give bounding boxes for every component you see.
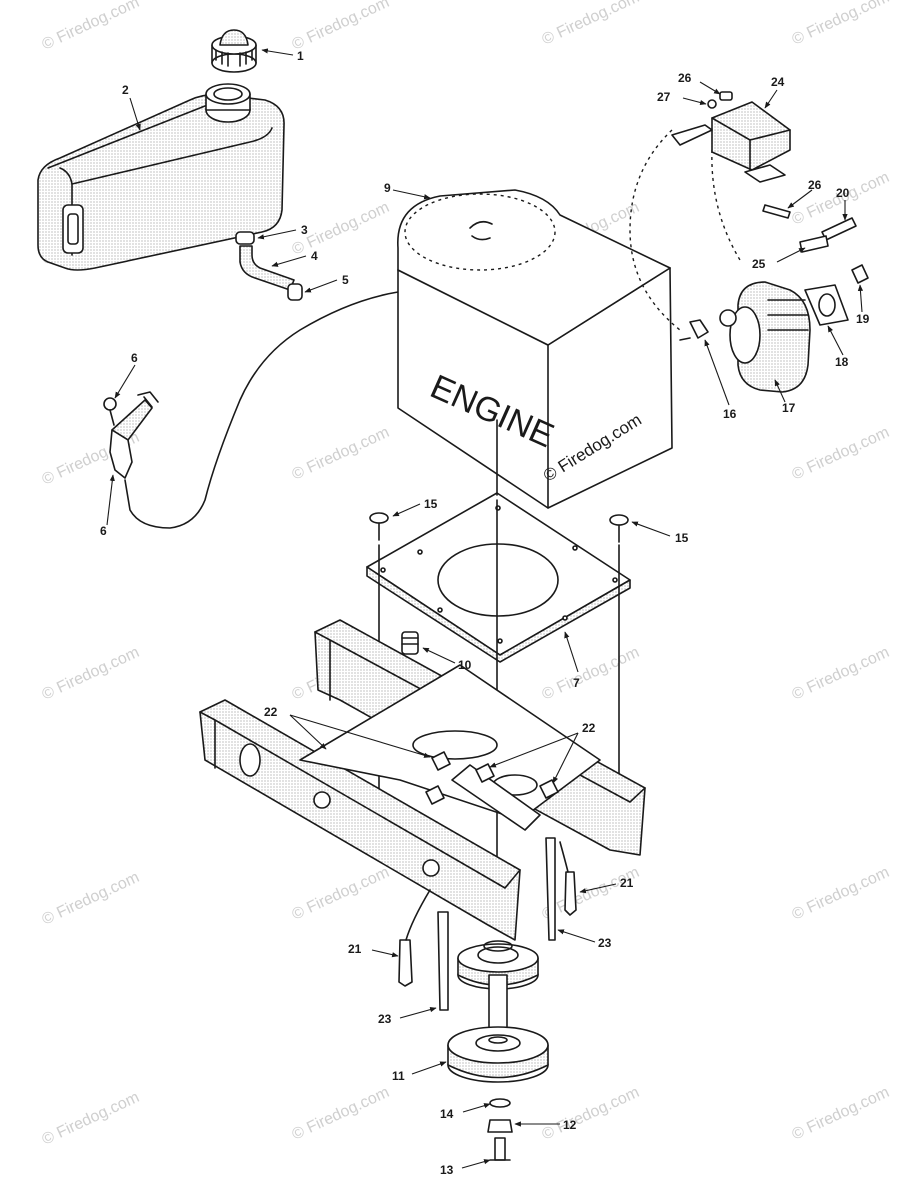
watermark: © Firedog.com (40, 1089, 142, 1149)
frame-nuts (425, 751, 559, 805)
callout-22-left: 22 (264, 705, 278, 719)
callout-15-left: 15 (424, 497, 438, 511)
watermark: © Firedog.com (40, 0, 142, 54)
watermark: © Firedog.com (540, 0, 642, 49)
callout-26-top: 26 (678, 71, 692, 85)
callout-23-right: 23 (598, 936, 612, 950)
watermark: © Firedog.com (40, 869, 142, 929)
callout-4: 4 (311, 249, 318, 263)
throttle-control (103, 391, 159, 479)
fuel-tank (37, 83, 285, 271)
callout-10: 10 (458, 658, 472, 672)
watermark: © Firedog.com (790, 424, 892, 484)
washer (489, 1098, 511, 1108)
callout-25: 25 (752, 257, 766, 271)
nut-19 (851, 264, 869, 284)
callout-19: 19 (856, 312, 870, 326)
watermark: © Firedog.com (290, 424, 392, 484)
throttle-cable (124, 291, 399, 529)
hex-nut (487, 1119, 513, 1133)
watermark: © Firedog.com (290, 1084, 392, 1144)
callout-22-right: 22 (582, 721, 596, 735)
callout-21-right: 21 (620, 876, 634, 890)
bolt-and-bracket (799, 217, 857, 253)
exhaust-gasket (804, 284, 849, 326)
callout-26-bottom: 26 (808, 178, 822, 192)
watermark: © Firedog.com (790, 0, 892, 49)
callout-7: 7 (573, 676, 580, 690)
frame-assembly (199, 619, 646, 941)
callout-12: 12 (563, 1118, 577, 1132)
watermark: © Firedog.com (290, 0, 392, 54)
callout-1: 1 (297, 49, 304, 63)
lower-pulley (447, 1026, 549, 1083)
leader-lines (106, 48, 864, 1169)
callout-6-top: 6 (131, 351, 138, 365)
watermark: © Firedog.com (540, 1084, 642, 1144)
callout-15-right: 15 (675, 531, 689, 545)
callout-13: 13 (440, 1163, 454, 1177)
mounting-bolt-left (369, 512, 389, 541)
muffler-assembly-outline (629, 129, 741, 331)
engine (397, 189, 673, 509)
fuel-cap (211, 29, 257, 73)
bolt-21-left (398, 889, 431, 987)
callout-21-left: 21 (348, 942, 362, 956)
callout-3: 3 (301, 223, 308, 237)
callout-14: 14 (440, 1107, 454, 1121)
callout-9: 9 (384, 181, 391, 195)
callout-16: 16 (723, 407, 737, 421)
watermark: © Firedog.com (790, 1084, 892, 1144)
callout-24: 24 (771, 75, 785, 89)
callout-labels: 1 2 3 4 5 6 6 9 15 15 10 7 22 22 21 23 2… (100, 49, 870, 1177)
muffler-shield (671, 101, 791, 183)
nut-16 (679, 319, 709, 341)
watermark: © Firedog.com (40, 644, 142, 704)
callout-20: 20 (836, 186, 850, 200)
watermark: © Firedog.com (540, 644, 642, 704)
watermark: © Firedog.com (290, 864, 392, 924)
callout-18: 18 (835, 355, 849, 369)
callout-23-left: 23 (378, 1012, 392, 1026)
rod-23-right (545, 837, 556, 941)
callout-2: 2 (122, 83, 129, 97)
spacer (401, 631, 419, 655)
watermark: © Firedog.com (790, 864, 892, 924)
callout-27: 27 (657, 90, 671, 104)
upper-screw (707, 91, 733, 109)
callout-6-bottom: 6 (100, 524, 107, 538)
watermark: © Firedog.com (790, 644, 892, 704)
lower-screw (762, 204, 791, 219)
callout-17: 17 (782, 401, 796, 415)
fuel-line-assembly (235, 231, 303, 301)
callout-5: 5 (342, 273, 349, 287)
rod-23-left (437, 911, 449, 1011)
callout-11: 11 (392, 1069, 405, 1083)
engine-mounting-plate (366, 492, 631, 663)
mounting-bolt-right (609, 514, 629, 543)
bolt-21-right (559, 841, 577, 916)
muffler (719, 281, 811, 393)
bottom-bolt (489, 1137, 511, 1161)
